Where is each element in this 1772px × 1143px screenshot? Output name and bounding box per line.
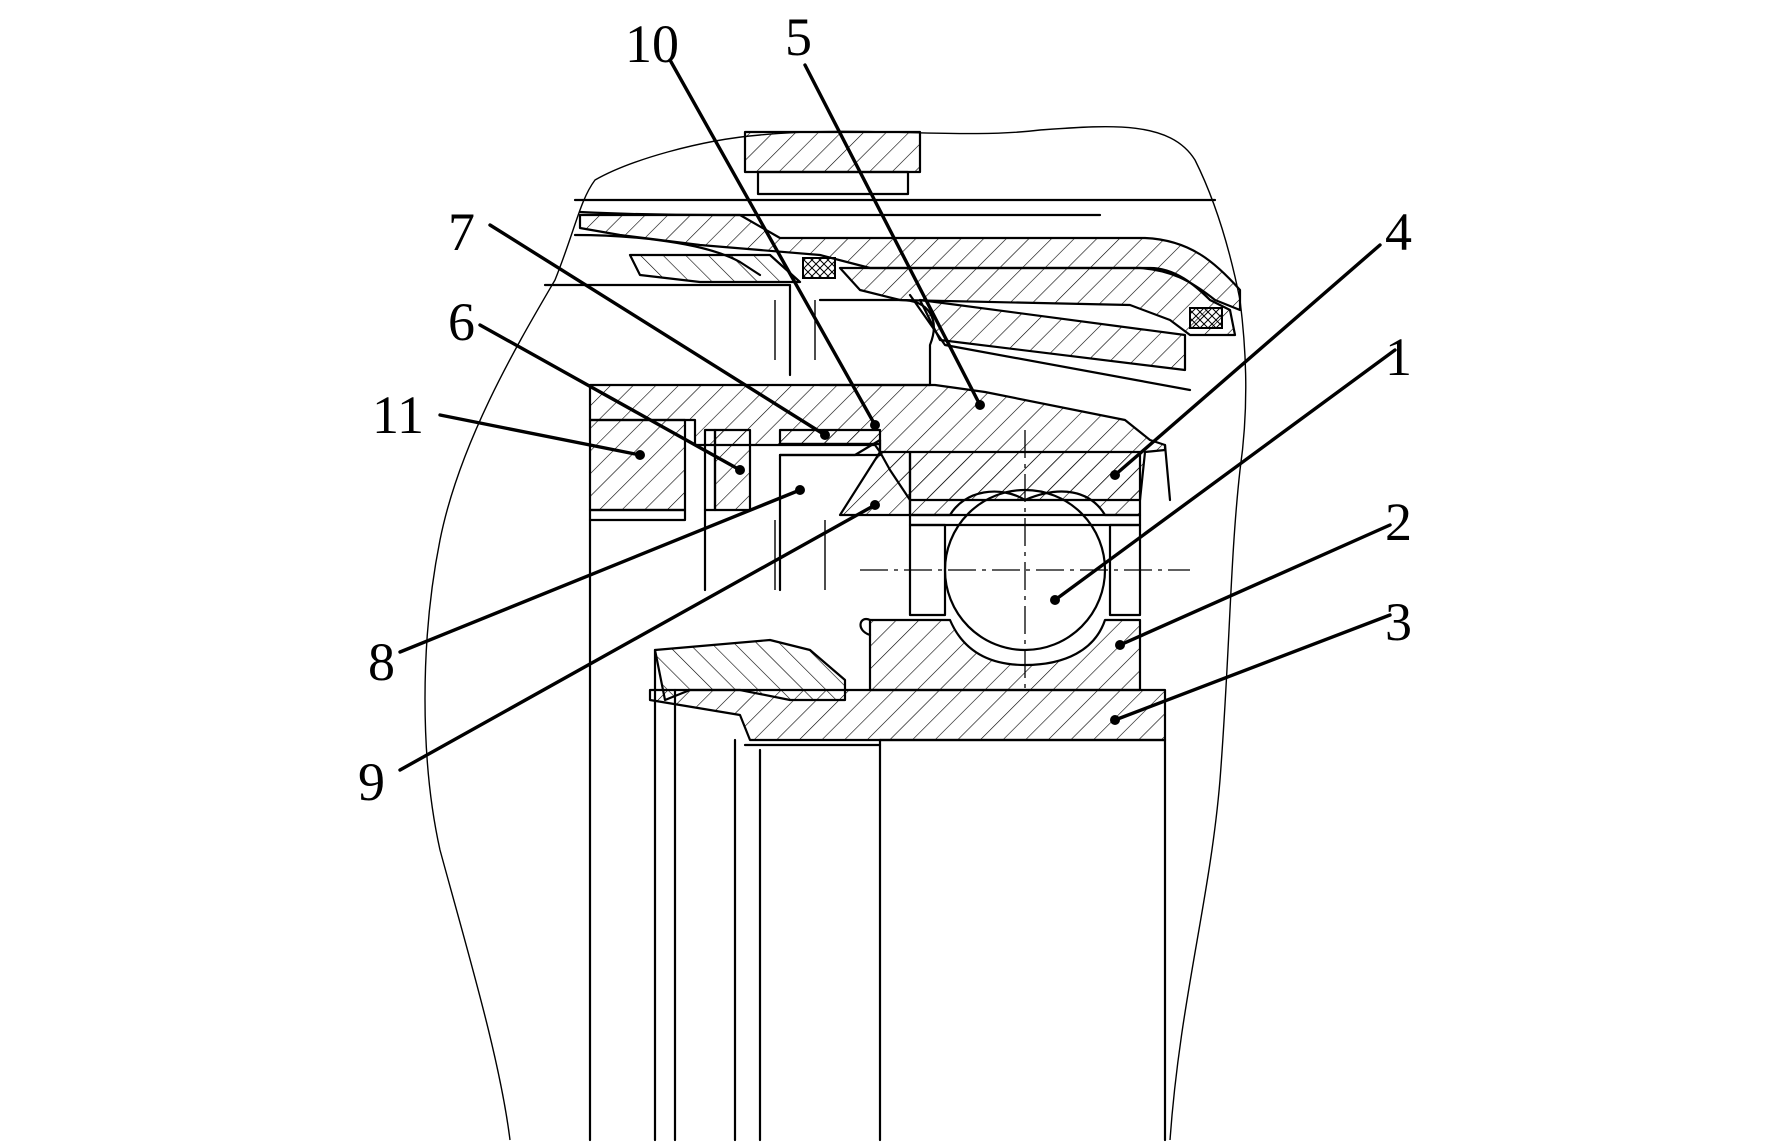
leader-3 — [1113, 613, 1392, 722]
part-1-ball — [860, 430, 1190, 690]
callout-11: 11 — [372, 385, 424, 445]
leader-8 — [398, 488, 802, 654]
callout-6: 6 — [448, 292, 475, 352]
callout-1: 1 — [1385, 327, 1412, 387]
callout-3: 3 — [1385, 592, 1412, 652]
callout-10: 10 — [625, 14, 679, 74]
callout-8: 8 — [368, 632, 395, 692]
callout-4: 4 — [1385, 202, 1412, 262]
leader-lines — [398, 58, 1397, 772]
leader-4 — [1113, 243, 1382, 477]
part-11 — [588, 418, 687, 522]
callout-labels: 1 2 3 4 5 6 7 8 9 10 11 — [358, 7, 1412, 812]
callout-9: 9 — [358, 752, 385, 812]
leader-11 — [438, 413, 642, 457]
leader-5 — [803, 63, 982, 407]
leader-2 — [1118, 523, 1392, 647]
housing-top — [543, 130, 1242, 392]
leader-6 — [478, 323, 742, 472]
part-3-shaft — [648, 638, 1167, 1142]
leader-7 — [488, 223, 827, 437]
leader-10 — [668, 58, 877, 427]
part-2-inner-race — [859, 617, 1142, 692]
leader-9 — [398, 503, 877, 772]
callout-5: 5 — [785, 7, 812, 67]
leader-1 — [1053, 348, 1397, 602]
callout-2: 2 — [1385, 492, 1412, 552]
part-7-8-10 — [778, 428, 882, 592]
callout-7: 7 — [448, 202, 475, 262]
